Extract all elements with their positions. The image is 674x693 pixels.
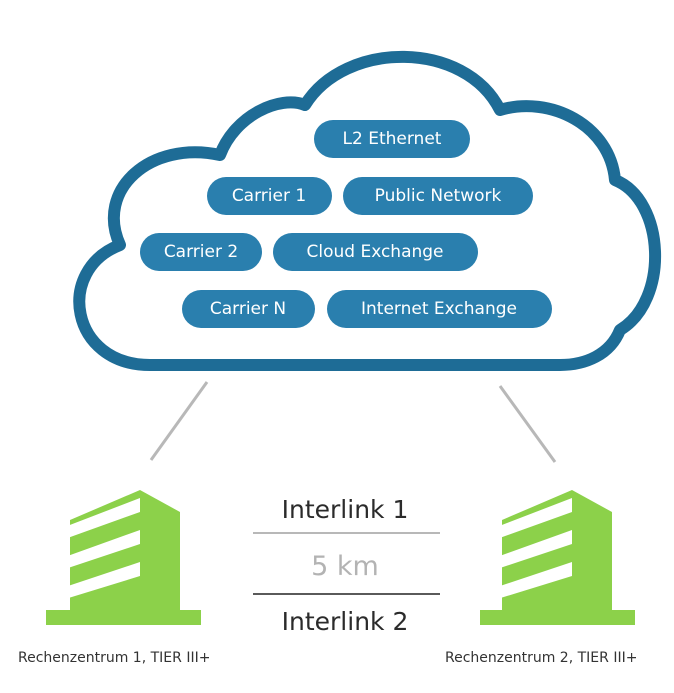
- service-pill: Public Network: [343, 177, 533, 215]
- service-label: Carrier 1: [232, 186, 306, 206]
- distance-label: 5 km: [311, 551, 379, 582]
- service-pill: Carrier N: [182, 290, 315, 328]
- service-pill: Internet Exchange: [327, 290, 552, 328]
- service-pill: Carrier 2: [140, 233, 262, 271]
- service-pill: Cloud Exchange: [273, 233, 478, 271]
- connector-line-right: [498, 385, 557, 463]
- connector-line-left: [149, 381, 209, 461]
- service-pill: L2 Ethernet: [314, 120, 470, 158]
- interlink-1-label: Interlink 1: [282, 495, 409, 524]
- datacenter-2-label: Rechenzentrum 2, TIER III+: [445, 650, 638, 666]
- service-label: Carrier 2: [164, 242, 238, 262]
- service-label: Internet Exchange: [361, 299, 517, 319]
- service-label: Cloud Exchange: [306, 242, 443, 262]
- service-label: Public Network: [375, 186, 502, 206]
- service-label: L2 Ethernet: [343, 129, 442, 149]
- datacenter-1-label: Rechenzentrum 1, TIER III+: [18, 650, 211, 666]
- datacenter-building-icon: [480, 490, 635, 625]
- interlink-2-label: Interlink 2: [282, 607, 409, 636]
- service-label: Carrier N: [210, 299, 286, 319]
- service-pill: Carrier 1: [207, 177, 332, 215]
- datacenter-building-icon: [46, 490, 201, 625]
